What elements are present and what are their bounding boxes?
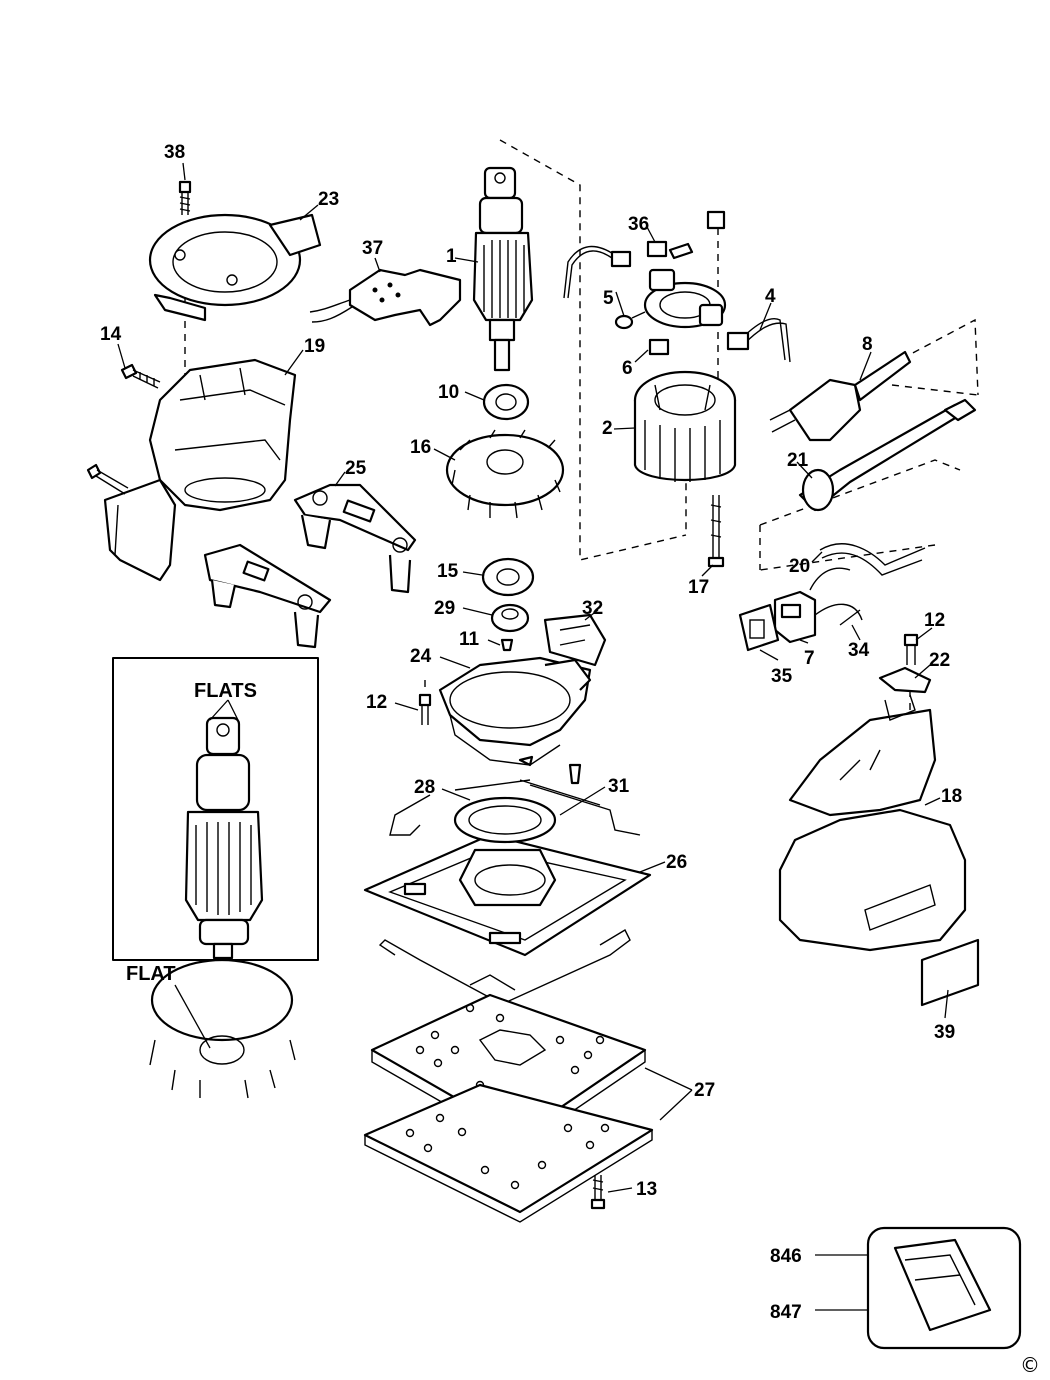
callout-29: 29 (434, 598, 455, 619)
cord-clamp-22 (878, 666, 932, 694)
callout-7: 7 (804, 648, 815, 669)
field-2 (633, 370, 737, 482)
callout-15: 15 (437, 561, 459, 582)
callout-35: 35 (771, 666, 793, 687)
callout-13: 13 (636, 1179, 657, 1200)
motor-housing-18 (778, 694, 967, 952)
callout-37: 37 (362, 238, 383, 259)
callout-34: 34 (848, 640, 870, 661)
inset-box (112, 657, 319, 1042)
switch-plate-35 (738, 603, 780, 652)
callout-24: 24 (410, 646, 432, 667)
callout-36: 36 (628, 214, 649, 235)
leader-lines (117, 162, 949, 1311)
bearing-15 (481, 557, 535, 597)
callout-18: 18 (941, 786, 962, 807)
screw-31 (568, 763, 582, 785)
screw-12-right (903, 633, 919, 665)
brush-holder-6 (643, 268, 727, 356)
eccentric-29 (490, 603, 530, 633)
callout-28: 28 (414, 777, 435, 798)
lead-34 (814, 603, 863, 626)
callout-2: 2 (602, 418, 613, 439)
wire-lead-4 (726, 318, 791, 363)
callout-846: 846 (770, 1246, 802, 1267)
callout-25: 25 (345, 458, 367, 479)
bracket-25-lower (203, 543, 332, 649)
callout-19: 19 (304, 336, 325, 357)
bearing-10 (482, 383, 530, 421)
cord-protector-21 (798, 398, 977, 512)
callout-8: 8 (862, 334, 873, 355)
screw-12-left (418, 693, 432, 725)
inset-label-flats: FLATS (194, 680, 257, 702)
inset-fan (149, 1035, 296, 1099)
shroud-24 (438, 656, 592, 767)
pad-lower-27 (363, 1083, 654, 1223)
platen-frame-26 (363, 796, 652, 957)
inset-label-flat: FLAT (126, 963, 176, 985)
callout-39: 39 (934, 1022, 955, 1043)
bracket-25-upper (293, 483, 417, 594)
callout-10: 10 (438, 382, 459, 403)
circuit-board (309, 268, 462, 327)
callout-23: 23 (318, 189, 339, 210)
screw-5 (614, 311, 646, 330)
callout-38: 38 (164, 142, 185, 163)
plug-cord-8 (769, 350, 912, 442)
callout-27: 27 (694, 1080, 715, 1101)
screw-14 (120, 363, 161, 389)
wire-lead-top (563, 245, 632, 299)
callout-6: 6 (622, 358, 633, 379)
copyright-symbol: © (1020, 1353, 1040, 1377)
callout-11: 11 (459, 629, 480, 650)
callout-5: 5 (603, 288, 614, 309)
callout-31: 31 (608, 776, 630, 797)
callout-847: 847 (770, 1302, 802, 1323)
screw-13 (590, 1175, 606, 1210)
callout-12-right: 12 (924, 610, 945, 631)
housing-19 (103, 358, 297, 582)
callout-20: 20 (789, 556, 810, 577)
filter-32 (543, 613, 607, 667)
fan-16 (445, 429, 565, 519)
callout-21: 21 (787, 450, 809, 471)
screw-38 (178, 180, 192, 215)
screw-17 (707, 495, 725, 568)
callout-32: 32 (582, 598, 603, 619)
callout-labels: 38 23 37 1 14 19 10 16 25 15 29 11 32 24… (100, 142, 1040, 1377)
label-39 (920, 938, 980, 1007)
callout-4: 4 (765, 286, 776, 307)
callout-16: 16 (410, 437, 431, 458)
spring-28 (389, 779, 641, 836)
callout-22: 22 (929, 650, 950, 671)
screw-handle (86, 463, 129, 495)
callout-1: 1 (446, 246, 457, 267)
brush-36 (646, 210, 726, 260)
top-cover (148, 213, 322, 322)
switch-7 (773, 590, 817, 644)
accessory-box (866, 1226, 1022, 1350)
callout-14: 14 (100, 324, 122, 345)
callout-12-left: 12 (366, 692, 387, 713)
screw-11 (500, 638, 514, 652)
callout-26: 26 (666, 852, 687, 873)
armature (472, 166, 534, 372)
callout-17: 17 (688, 577, 709, 598)
wire-leads-20 (809, 543, 926, 591)
